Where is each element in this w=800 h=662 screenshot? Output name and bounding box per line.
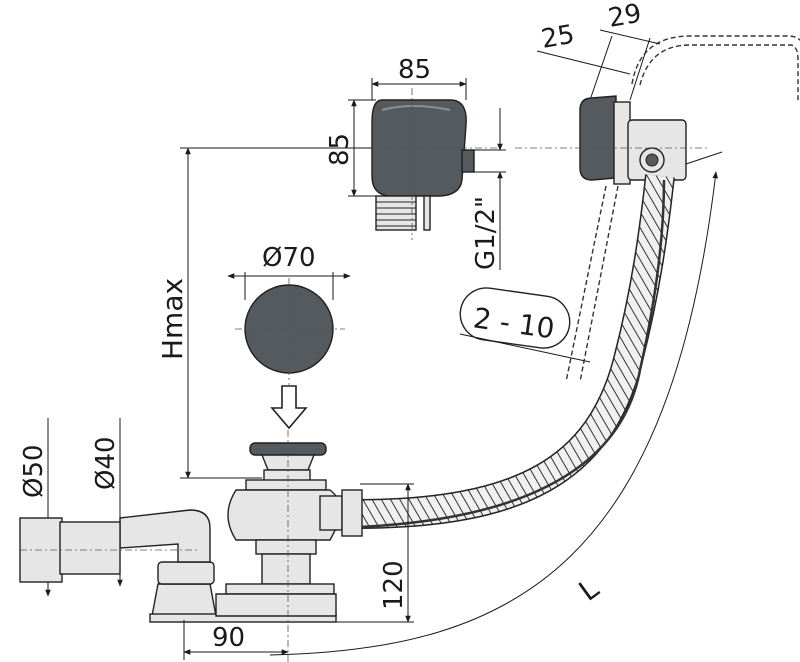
dim-85-width-label: 85: [398, 55, 431, 85]
dim-29-label: 29: [606, 0, 644, 34]
dim-cap-label: Ø70: [262, 243, 316, 273]
dimension-trap-offset: 90: [183, 620, 289, 660]
control-head: [355, 88, 500, 240]
down-arrow-icon: [270, 385, 308, 430]
dimension-hmax: Hmax: [156, 147, 372, 479]
dim-85-height-label: 85: [325, 133, 355, 166]
drain-cap: Ø70: [227, 243, 351, 430]
dim-outlet-inner-label: Ø40: [91, 436, 121, 490]
overflow-supply-pipe: [631, 35, 800, 102]
dimension-thread: G1/2": [471, 108, 506, 270]
dimension-range: 2 - 10: [459, 185, 619, 383]
dim-trap-offset-label: 90: [212, 623, 245, 653]
dimension-outlet-outer: Ø50: [19, 418, 60, 597]
dim-thread-label: G1/2": [471, 196, 501, 270]
dimension-outlet-inner: Ø40: [91, 418, 123, 587]
overflow-head: [515, 95, 710, 185]
dimension-trap-height: 120: [336, 483, 414, 623]
dim-outlet-outer-label: Ø50: [19, 444, 49, 498]
dim-hmax-label: Hmax: [156, 278, 189, 360]
dimension-85-width: 85: [371, 55, 467, 100]
corrugated-hose: [299, 174, 675, 530]
dim-length-label: L: [573, 572, 605, 608]
dimension-25-29: 29 25: [536, 0, 661, 101]
waste-trap: [19, 430, 363, 662]
dim-trap-height-label: 120: [379, 560, 409, 610]
dim-25-label: 25: [539, 20, 577, 55]
dimension-85-height: 85: [325, 99, 376, 197]
